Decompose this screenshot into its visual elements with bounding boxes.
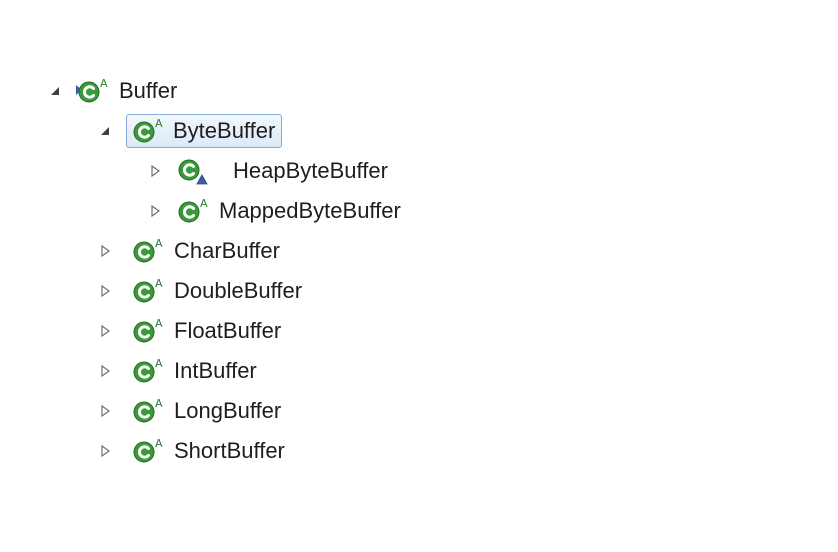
tree-node-label: DoubleBuffer xyxy=(174,278,303,303)
tree-node-buffer[interactable]: A Buffer xyxy=(46,75,182,107)
collapsed-arrow-icon[interactable] xyxy=(146,162,164,180)
class-abstract-with-subtype-marker-icon: A xyxy=(76,77,110,105)
tree-node-label: ShortBuffer xyxy=(174,438,285,463)
svg-text:A: A xyxy=(155,117,163,130)
svg-text:A: A xyxy=(155,277,163,290)
tree-node-intbuffer[interactable]: A IntBuffer xyxy=(96,355,262,387)
tree-node-label: FloatBuffer xyxy=(174,318,282,343)
class-abstract-icon: A xyxy=(131,117,165,145)
class-abstract-icon: A xyxy=(131,237,165,265)
tree-node-label: MappedByteBuffer xyxy=(219,198,401,223)
class-package-private-icon xyxy=(176,157,210,185)
class-abstract-icon: A xyxy=(131,397,165,425)
tree-node-shortbuffer[interactable]: A ShortBuffer xyxy=(96,435,290,467)
collapsed-arrow-icon[interactable] xyxy=(96,402,114,420)
collapsed-arrow-icon[interactable] xyxy=(96,282,114,300)
tree-node-label: ByteBuffer xyxy=(173,118,276,143)
tree-node-label: Buffer xyxy=(119,78,178,103)
class-abstract-icon: A xyxy=(131,277,165,305)
svg-text:A: A xyxy=(155,357,163,370)
tree-node-charbuffer[interactable]: A CharBuffer xyxy=(96,235,285,267)
collapsed-arrow-icon[interactable] xyxy=(96,442,114,460)
tree-node-mappedbytebuffer[interactable]: A MappedByteBuffer xyxy=(146,195,406,227)
tree-node-label: CharBuffer xyxy=(174,238,280,263)
svg-text:A: A xyxy=(155,317,163,330)
expanded-arrow-icon[interactable] xyxy=(46,82,64,100)
expanded-arrow-icon[interactable] xyxy=(96,122,114,140)
collapsed-arrow-icon[interactable] xyxy=(96,362,114,380)
selected-highlight[interactable]: A ByteBuffer xyxy=(126,114,283,148)
tree-node-label: IntBuffer xyxy=(174,358,257,383)
class-abstract-icon: A xyxy=(131,317,165,345)
collapsed-arrow-icon[interactable] xyxy=(96,242,114,260)
tree-node-heapbytebuffer[interactable]: HeapByteBuffer xyxy=(146,155,393,187)
svg-text:A: A xyxy=(155,437,163,450)
class-abstract-icon: A xyxy=(131,357,165,385)
tree-node-bytebuffer[interactable]: A ByteBuffer xyxy=(96,114,283,148)
class-abstract-icon: A xyxy=(176,197,210,225)
svg-text:A: A xyxy=(200,197,208,210)
tree-node-doublebuffer[interactable]: A DoubleBuffer xyxy=(96,275,307,307)
collapsed-arrow-icon[interactable] xyxy=(96,322,114,340)
svg-text:A: A xyxy=(155,397,163,410)
tree-node-label: LongBuffer xyxy=(174,398,282,423)
class-abstract-icon: A xyxy=(131,437,165,465)
svg-text:A: A xyxy=(100,77,108,90)
tree-node-floatbuffer[interactable]: A FloatBuffer xyxy=(96,315,286,347)
collapsed-arrow-icon[interactable] xyxy=(146,202,164,220)
tree-node-label: HeapByteBuffer xyxy=(233,158,388,183)
svg-text:A: A xyxy=(155,237,163,250)
tree-node-longbuffer[interactable]: A LongBuffer xyxy=(96,395,286,427)
